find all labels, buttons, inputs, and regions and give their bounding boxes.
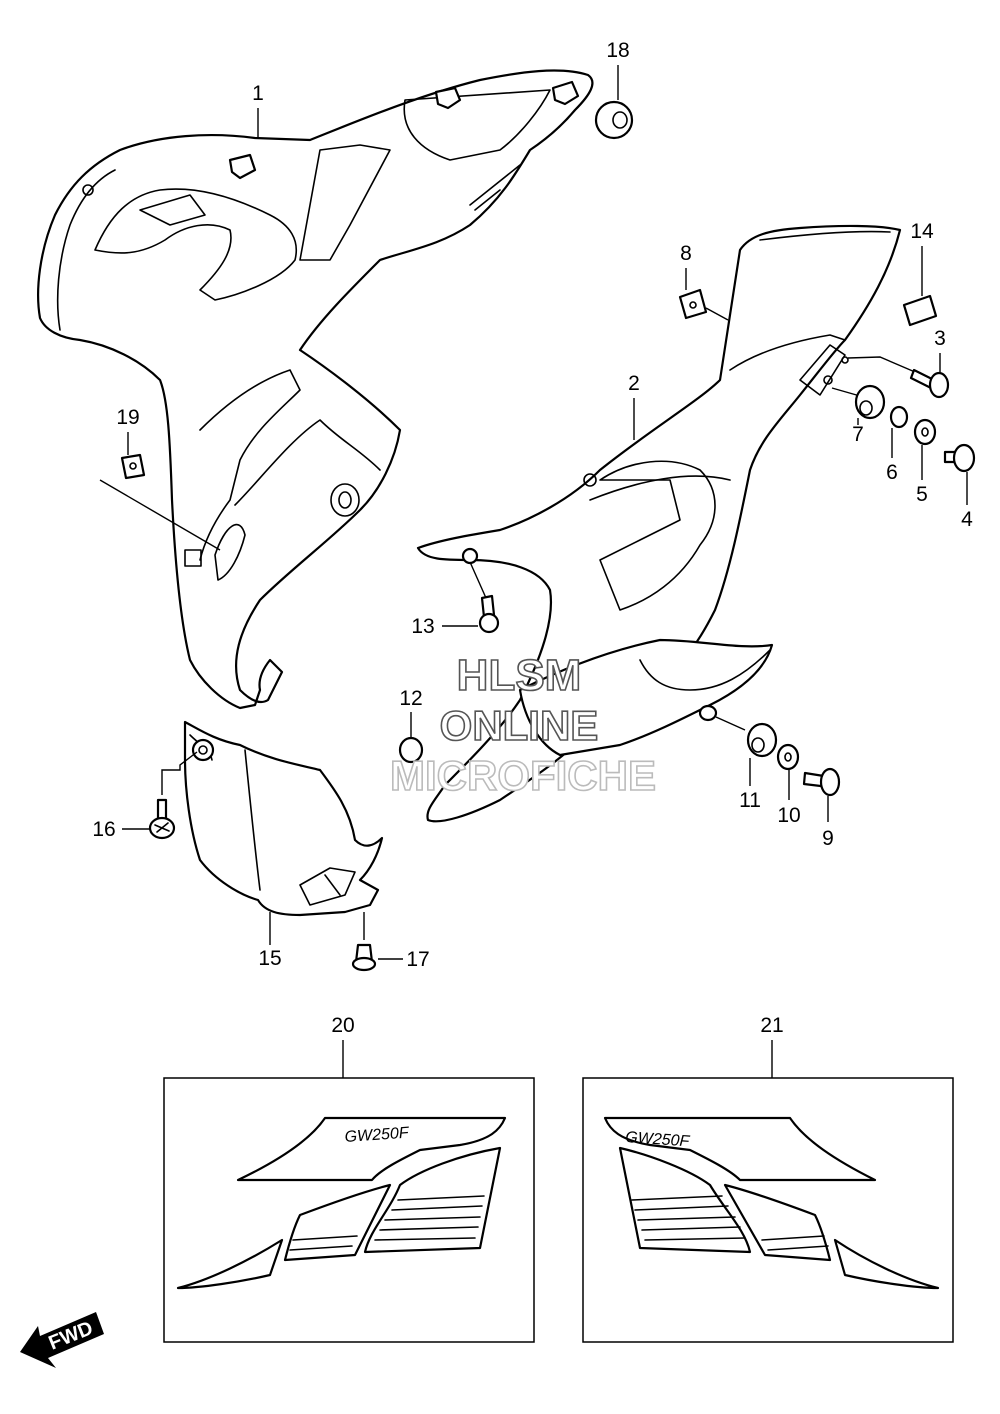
callout-12: 12 [399, 687, 422, 710]
fwd-arrow-icon: FWD [20, 1312, 104, 1368]
bolt-4 [943, 443, 976, 473]
watermark-line-3: MICROFICHE [390, 752, 656, 799]
decal-right-text: GW250F [625, 1129, 691, 1151]
washer-5 [913, 418, 937, 446]
side-cowling-left [37, 69, 594, 710]
washer-10 [776, 743, 800, 771]
pad-14 [902, 294, 938, 327]
callout-2: 2 [628, 372, 640, 395]
lower-cover [183, 720, 384, 917]
callout-14: 14 [910, 220, 934, 243]
callout-7: 7 [852, 423, 864, 446]
grommet-7 [831, 384, 886, 420]
watermark-line-2: ONLINE [440, 702, 599, 749]
clip-8 [678, 288, 729, 321]
decal-right: GW250F [603, 1116, 940, 1290]
collar-6 [889, 405, 909, 429]
callout-19: 19 [116, 406, 139, 429]
grommet [594, 100, 634, 140]
screw-16 [148, 751, 198, 840]
callout-3: 3 [934, 327, 946, 350]
callout-18: 18 [606, 39, 629, 62]
decal-left: GW250F [176, 1116, 507, 1290]
watermark-line-1: HLSM [457, 651, 582, 700]
callout-13: 13 [411, 615, 434, 638]
grommet-12 [398, 736, 424, 764]
screw-13 [469, 561, 500, 634]
callout-1: 1 [252, 82, 264, 105]
callout-17: 17 [406, 948, 429, 971]
decal-left-text: GW250F [344, 1124, 410, 1146]
callout-6: 6 [886, 461, 898, 484]
callout-5: 5 [916, 483, 928, 506]
callout-20: 20 [331, 1014, 354, 1037]
grommet-11 [715, 716, 778, 758]
callout-10: 10 [777, 804, 800, 827]
callout-16: 16 [92, 818, 115, 841]
callout-8: 8 [680, 242, 692, 265]
side-cowling-right [416, 224, 902, 823]
bolt-9 [802, 767, 841, 797]
callout-21: 21 [760, 1014, 783, 1037]
callout-4: 4 [961, 508, 973, 531]
push-rivet-17 [351, 912, 377, 972]
nut-clip-19 [99, 453, 221, 551]
screw-3 [847, 356, 950, 399]
callout-9: 9 [822, 827, 834, 850]
callout-11: 11 [739, 789, 761, 812]
callout-15: 15 [258, 947, 281, 970]
watermark: HLSM ONLINE MICROFICHE [389, 650, 657, 800]
